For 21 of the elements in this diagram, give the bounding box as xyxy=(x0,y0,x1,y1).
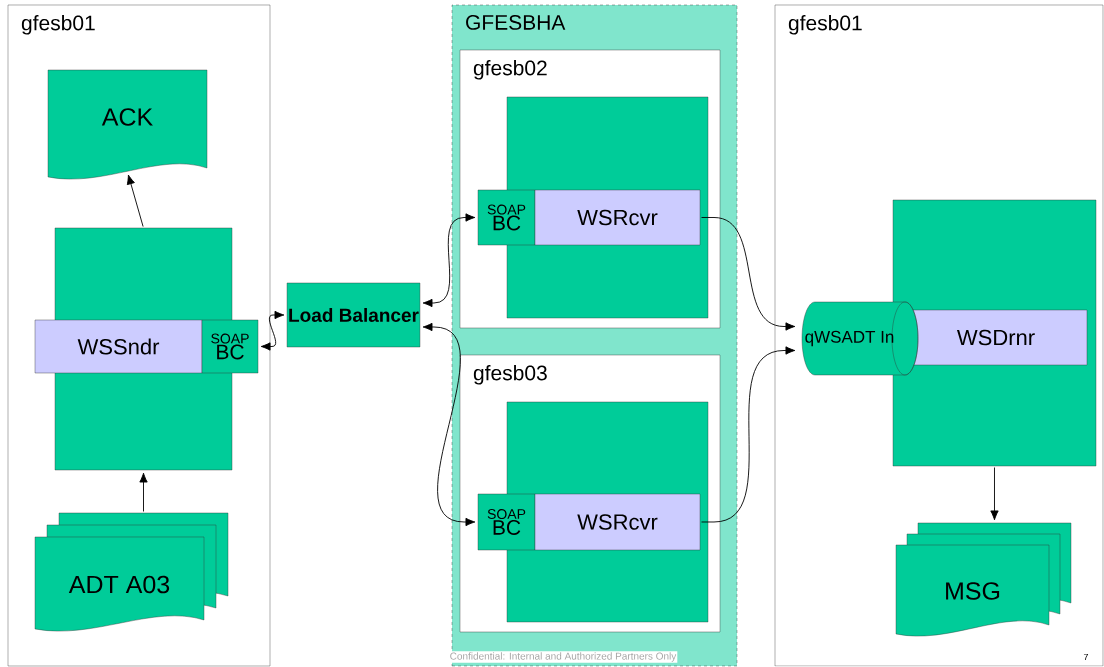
service-box: WSRcvr xyxy=(534,189,701,246)
arrow xyxy=(260,310,285,351)
footer-note: Confidential: Internal and Authorized Partners Only xyxy=(448,651,678,663)
service-box: WSDrnr xyxy=(904,309,1088,366)
arrow xyxy=(422,322,476,527)
binding-component-box: SOAP BC xyxy=(477,189,536,246)
arrow xyxy=(701,346,796,523)
page-number: 7 xyxy=(1082,652,1090,662)
arrow xyxy=(422,213,476,308)
arrow xyxy=(990,467,999,521)
arrow xyxy=(701,217,796,331)
binding-component-box: SOAP BC xyxy=(201,319,259,374)
document-stack: ADT A03 xyxy=(34,512,229,632)
load-balancer-box: Load Balancer xyxy=(286,282,421,348)
service-box: WSSndr xyxy=(34,319,203,374)
queue-cylinder: qWSADT In xyxy=(801,301,919,376)
arrow xyxy=(139,472,148,512)
document-stack: MSG xyxy=(895,522,1072,637)
arrow xyxy=(126,174,144,227)
service-box: WSRcvr xyxy=(534,493,701,551)
binding-component-box: SOAP BC xyxy=(477,493,536,551)
